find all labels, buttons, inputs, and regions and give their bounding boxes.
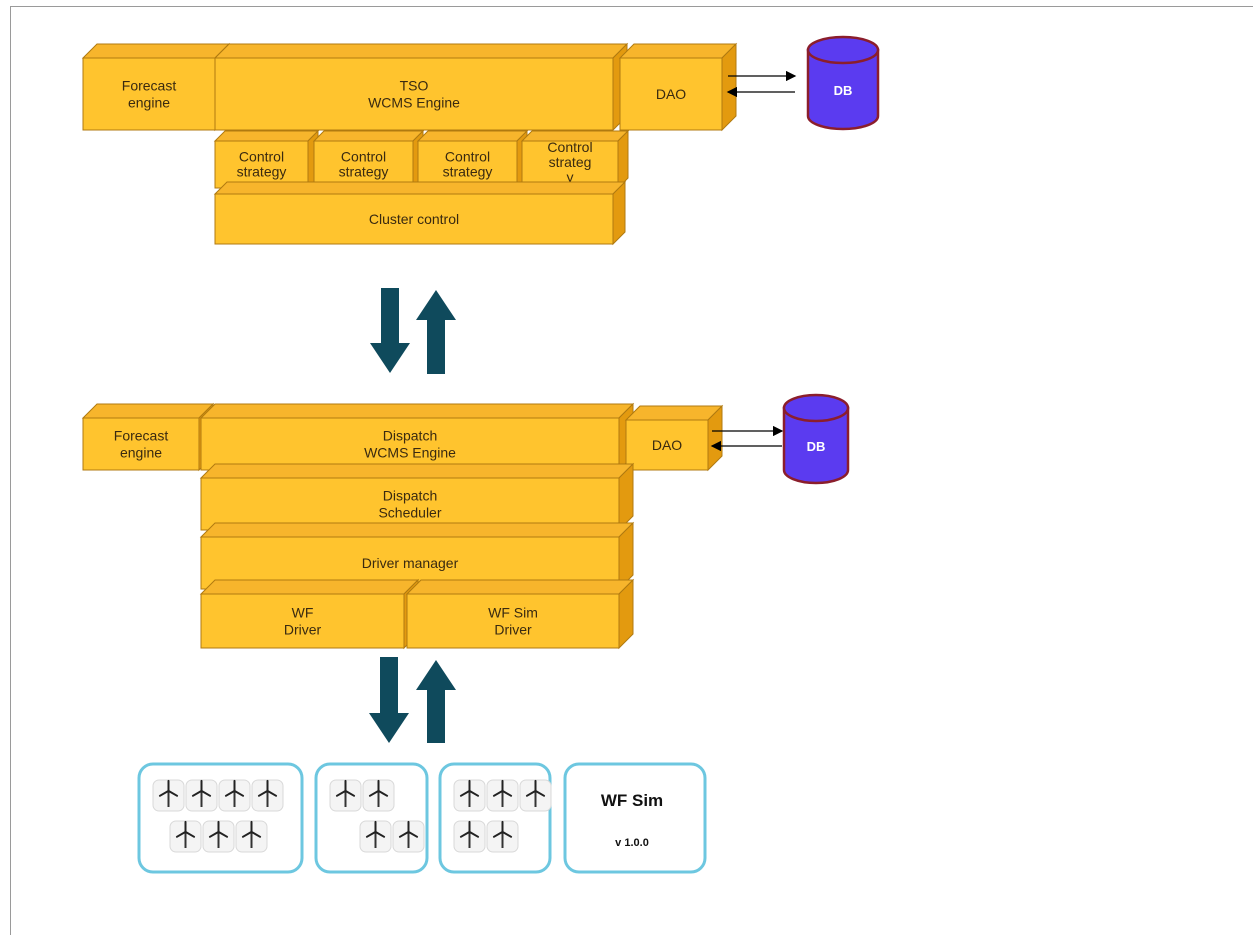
control-strategy-2-label: Control: [341, 149, 386, 165]
dispatch-wcms-engine-label: WCMS Engine: [364, 444, 456, 460]
dispatch-scheduler-label: Dispatch: [383, 487, 437, 503]
db-tso-label: DB: [834, 83, 853, 98]
wind-turbine-icon: [218, 779, 251, 812]
dao-db-arrows-dispatch: [710, 425, 784, 452]
wind-turbine-icon: [362, 779, 395, 812]
dao-dispatch-label: DAO: [652, 437, 682, 453]
wf-sim-version: v 1.0.0: [615, 837, 649, 849]
wind-turbine-icon: [235, 820, 268, 853]
driver-manager: Driver manager: [199, 521, 635, 591]
dao-tso-label: DAO: [656, 86, 686, 102]
control-strategy-4-label: Control: [547, 139, 592, 155]
db-dispatch: DB: [782, 393, 850, 485]
wind-turbine-icon: [359, 820, 392, 853]
wf-driver-label: WF: [292, 604, 314, 620]
driver-manager-label: Driver manager: [362, 555, 459, 571]
wind-turbine-icon: [392, 820, 425, 853]
wind-turbine-icon: [169, 820, 202, 853]
forecast-engine-tso-label: engine: [128, 94, 170, 110]
wind-turbine-icon: [519, 779, 552, 812]
dispatch-scheduler-label: Scheduler: [378, 504, 441, 520]
dao-dispatch: DAO: [624, 404, 724, 472]
control-strategy-3-label: Control: [445, 149, 490, 165]
wind-turbine-icon: [486, 779, 519, 812]
control-strategy-3-label: strategy: [443, 164, 493, 180]
tso-wcms-engine-label: TSO: [400, 77, 429, 93]
control-strategy-1-label: Control: [239, 149, 284, 165]
arrow-up-farms-to-dispatch: [416, 660, 456, 743]
dao-db-arrows-tso: [726, 70, 797, 98]
wind-turbine-icon: [486, 820, 519, 853]
wind-turbine-icon: [251, 779, 284, 812]
wind-turbine-icon: [202, 820, 235, 853]
dispatch-wcms-engine-label: Dispatch: [383, 427, 437, 443]
wind-turbine-icon: [185, 779, 218, 812]
forecast-engine-dispatch-label: Forecast: [114, 427, 169, 443]
tso-wcms-engine-label: WCMS Engine: [368, 94, 460, 110]
wind-turbine-icon: [453, 779, 486, 812]
wf-sim-title: WF Sim: [601, 791, 663, 810]
control-strategy-4-label: y: [567, 169, 574, 185]
db-dispatch-label: DB: [807, 439, 826, 454]
forecast-engine-dispatch-label: engine: [120, 444, 162, 460]
wind-turbine-icon: [453, 820, 486, 853]
wf-sim-driver-label: WF Sim: [488, 604, 538, 620]
wind-turbine-icon: [329, 779, 362, 812]
cluster-control: Cluster control: [213, 180, 627, 246]
control-strategy-4-label: strateg: [549, 154, 592, 170]
control-strategy-2-label: strategy: [339, 164, 389, 180]
arrow-down-tso-to-dispatch: [370, 288, 410, 373]
wind-farm-group-1: [137, 762, 304, 874]
cluster-control-label: Cluster control: [369, 211, 459, 227]
wind-farm-group-3: [438, 762, 552, 874]
wf-driver-label: Driver: [284, 621, 322, 637]
arrow-up-dispatch-to-tso: [416, 290, 456, 374]
wind-turbine-icon: [152, 779, 185, 812]
db-tso: DB: [806, 35, 880, 131]
wf-sim-box: WF Sim v 1.0.0: [563, 762, 707, 874]
control-strategy-1-label: strategy: [237, 164, 287, 180]
wind-farm-group-2: [314, 762, 429, 874]
diagram-frame: [10, 6, 1253, 935]
forecast-engine-tso-label: Forecast: [122, 77, 177, 93]
dao-tso: DAO: [618, 42, 738, 132]
wf-sim-driver-label: Driver: [494, 621, 532, 637]
arrow-down-dispatch-to-farms: [369, 657, 409, 743]
